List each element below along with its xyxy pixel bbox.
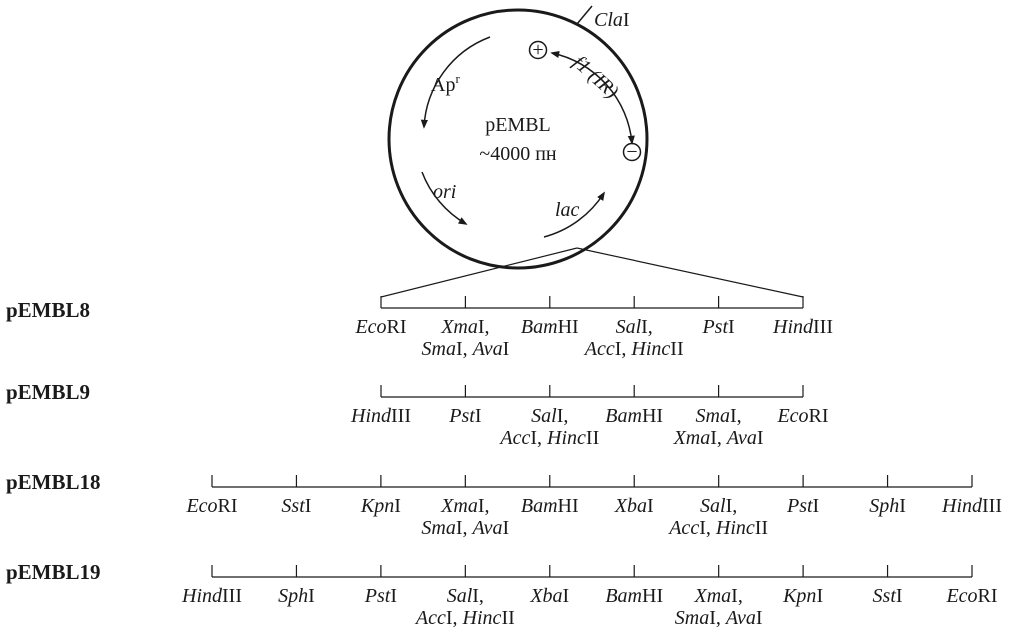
f1-arc bbox=[550, 51, 635, 145]
site-label: XbaI bbox=[614, 495, 654, 517]
minus-strand-circle bbox=[622, 142, 642, 162]
site-label: EcoRI bbox=[185, 495, 237, 517]
ori-label: ori bbox=[433, 181, 456, 203]
vector-name: pEMBL19 bbox=[6, 560, 101, 584]
site-label: SmaI, bbox=[696, 405, 742, 427]
site-label: BamHI bbox=[605, 585, 663, 607]
site-label: HindIII bbox=[181, 585, 242, 607]
site-label-cont: XmaI, AvaI bbox=[673, 427, 764, 449]
site-label: KpnI bbox=[782, 585, 823, 607]
site-label: XbaI bbox=[529, 585, 569, 607]
site-label: SphI bbox=[278, 585, 315, 607]
site-label: HindIII bbox=[350, 405, 411, 427]
site-label: PstI bbox=[701, 316, 734, 338]
site-label: XmaI, bbox=[440, 316, 489, 338]
site-label: SphI bbox=[869, 495, 906, 517]
expansion-line-left bbox=[380, 247, 578, 298]
site-label-cont: AccI, HincII bbox=[414, 607, 515, 629]
vector-name: pEMBL18 bbox=[6, 470, 101, 494]
site-label: SalI, bbox=[616, 316, 653, 338]
site-label: SalI, bbox=[447, 585, 484, 607]
site-label-cont: AccI, HincII bbox=[498, 427, 599, 449]
apr-label: Apr bbox=[431, 71, 460, 96]
site-label: XmaI, bbox=[693, 585, 742, 607]
apr-arc bbox=[420, 36, 491, 129]
site-label: BamHI bbox=[521, 316, 579, 338]
site-label-cont: AccI, HincII bbox=[583, 338, 684, 360]
expansion-line-right bbox=[576, 247, 804, 298]
site-label: PstI bbox=[786, 495, 819, 517]
plasmid-circle bbox=[387, 8, 649, 270]
site-label: HindIII bbox=[772, 316, 833, 338]
site-label: EcoRI bbox=[945, 585, 997, 607]
site-label: SstI bbox=[873, 585, 903, 607]
site-label: SalI, bbox=[531, 405, 568, 427]
site-label: EcoRI bbox=[776, 405, 828, 427]
site-label: PstI bbox=[364, 585, 397, 607]
vector-name: pEMBL8 bbox=[6, 298, 90, 322]
plasmid-name: pEMBL bbox=[485, 114, 551, 136]
site-label: SstI bbox=[281, 495, 311, 517]
ori-arc bbox=[421, 171, 468, 225]
plus-strand-circle bbox=[528, 40, 548, 60]
site-label: SalI, bbox=[700, 495, 737, 517]
lac-label: lac bbox=[555, 199, 580, 221]
cla-site-label: ClaI bbox=[594, 9, 630, 31]
cla-site-tick bbox=[576, 5, 593, 25]
plasmid-map: ClaI Apr ori lac f1 (IR) + − pEMBL ~4000… bbox=[380, 5, 804, 298]
site-label: XmaI, bbox=[440, 495, 489, 517]
site-label-cont: SmaI, AvaI bbox=[421, 517, 509, 539]
site-label: PstI bbox=[448, 405, 481, 427]
site-label-cont: SmaI, AvaI bbox=[422, 338, 510, 360]
site-label-cont: SmaI, AvaI bbox=[675, 607, 763, 629]
site-label: BamHI bbox=[521, 495, 579, 517]
lac-arc bbox=[543, 191, 605, 238]
site-label: KpnI bbox=[360, 495, 401, 517]
vector-name: pEMBL9 bbox=[6, 380, 90, 404]
site-label: EcoRI bbox=[354, 316, 406, 338]
plus-strand-sign: + bbox=[532, 39, 543, 61]
plasmid-size: ~4000 пн bbox=[479, 143, 557, 165]
site-label: HindIII bbox=[941, 495, 1002, 517]
minus-strand-sign: − bbox=[626, 141, 637, 163]
site-label-cont: AccI, HincII bbox=[667, 517, 768, 539]
site-label: BamHI bbox=[605, 405, 663, 427]
